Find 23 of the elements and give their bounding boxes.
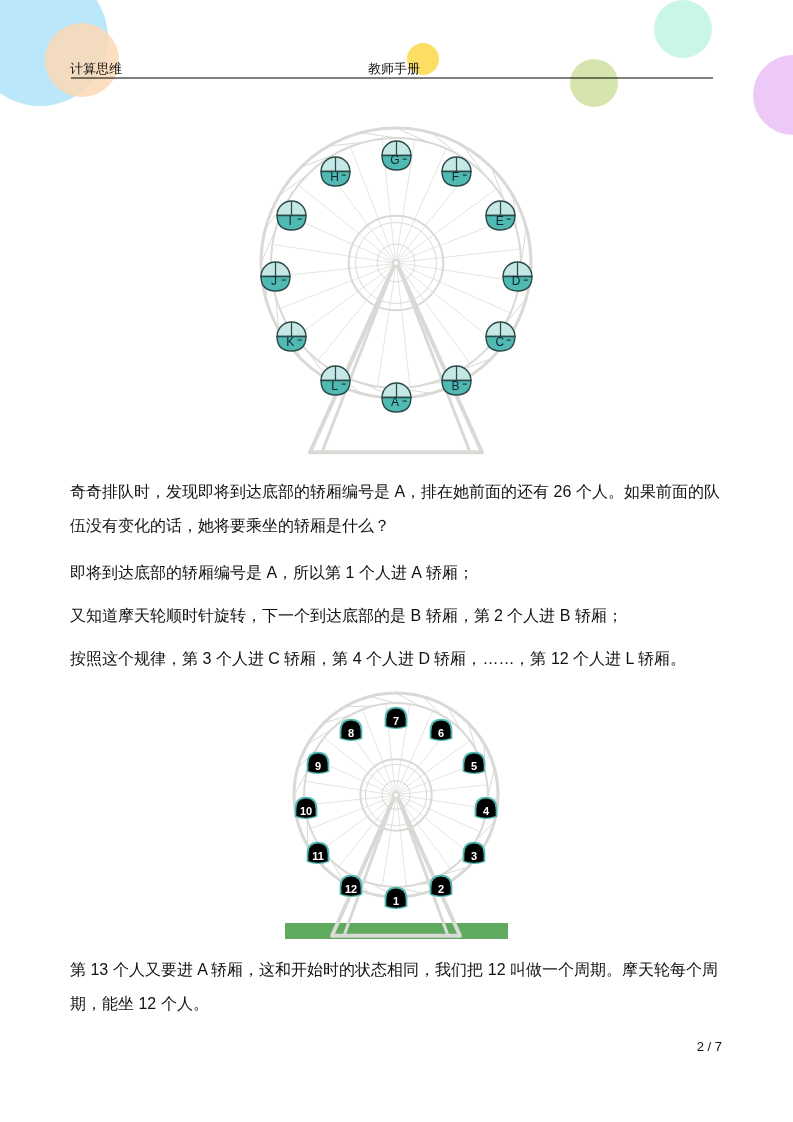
cabin: F [440, 154, 473, 188]
cabin: C [484, 320, 518, 353]
cabin: A [379, 380, 413, 414]
cabin: B [440, 364, 473, 398]
cabin: L [319, 364, 352, 398]
paragraph: 按照这个规律，第 3 个人进 C 轿厢，第 4 个人进 D 轿厢，……，第 12 个人进 L 轿厢。 [70, 649, 688, 669]
cabin: I [274, 199, 308, 232]
cabin: 4 [472, 794, 500, 822]
header-text: 计算思维 [70, 60, 123, 78]
cabin: 7 [382, 704, 410, 732]
cabin: 10 [292, 794, 320, 822]
page-number: 2 / 7 [695, 1038, 722, 1056]
paragraph: 又知道摩天轮顺时针旋转，下一个到达底部的是 B 轿厢，第 2 个人进 B 轿厢； [70, 606, 624, 626]
paragraph: 奇奇排队时，发现即将到达底部的轿厢编号是 A，排在她前面的还有 26 个人。如果前面的队伍没有变化的话，她将要乘坐的轿厢是什么？ [70, 482, 721, 536]
paragraph: 第 13 个人又要进 A 轿厢，这和开始时的状态相同，我们把 12 叫做一个周期。摩天轮每个周期，能坐 12 个人。 [70, 960, 720, 1014]
cabin: K [274, 320, 308, 353]
cabin: E [484, 199, 518, 232]
cabin: 1 [382, 884, 410, 912]
cabin: D [500, 259, 534, 293]
cabin: H [319, 154, 352, 188]
paragraph: 即将到达底部的轿厢编号是 A，所以第 1 个人进 A 轿厢； [70, 563, 475, 583]
cabin: G [379, 138, 413, 172]
cabin: J [258, 259, 292, 293]
